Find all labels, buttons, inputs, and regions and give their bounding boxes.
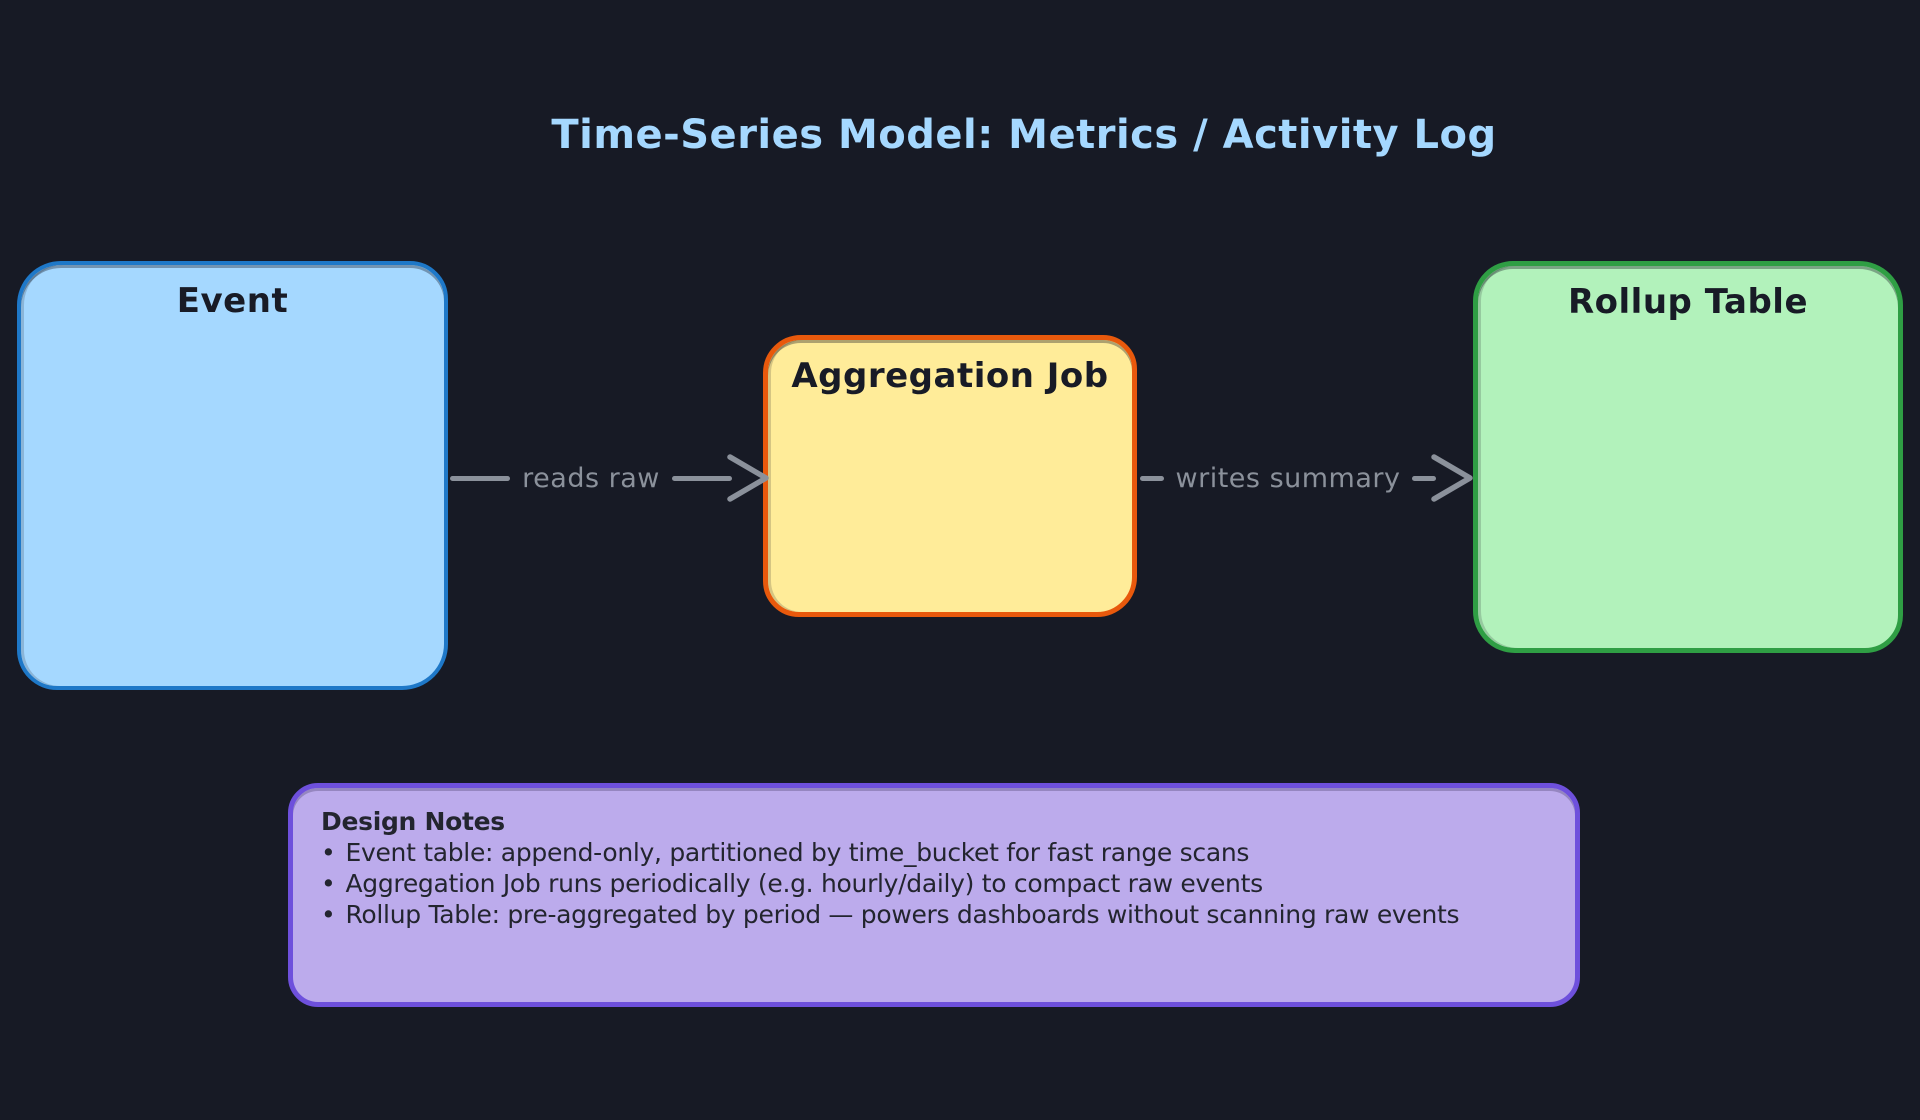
design-notes-title: Design Notes [321, 807, 505, 836]
edge-writes-summary-label: writes summary [1175, 462, 1401, 494]
bullet-glyph: • [321, 900, 336, 929]
edge-writes-summary[interactable]: writes summary [1140, 451, 1473, 505]
design-notes-box[interactable]: Design Notes • Event table: append-only,… [288, 783, 1580, 1007]
note-item: • Rollup Table: pre-aggregated by period… [321, 899, 1547, 930]
edge-reads-raw-label: reads raw [522, 462, 660, 494]
node-event-label: Event [176, 281, 289, 321]
note-item-text: Event table: append-only, partitioned by… [345, 838, 1250, 867]
node-rollup-table-label: Rollup Table [1567, 282, 1809, 322]
arrowhead-icon [727, 454, 769, 502]
note-item-text: Rollup Table: pre-aggregated by period —… [345, 900, 1460, 929]
bullet-glyph: • [321, 838, 336, 867]
node-event[interactable]: Event [17, 261, 448, 690]
note-item: • Event table: append-only, partitioned … [321, 837, 1547, 868]
edge-reads-raw[interactable]: reads raw [450, 451, 769, 505]
arrow-line [1412, 475, 1437, 481]
arrow-line [671, 475, 732, 481]
bullet-glyph: • [321, 869, 336, 898]
arrow-line [1140, 475, 1164, 481]
diagram-title[interactable]: Time-Series Model: Metrics / Activity Lo… [551, 112, 1497, 158]
node-rollup-table[interactable]: Rollup Table [1473, 261, 1903, 653]
note-item: • Aggregation Job runs periodically (e.g… [321, 868, 1547, 899]
arrow-line [450, 475, 511, 481]
arrowhead-icon [1431, 454, 1473, 502]
node-aggregation-job[interactable]: Aggregation Job [763, 335, 1137, 617]
note-item-text: Aggregation Job runs periodically (e.g. … [345, 869, 1263, 898]
node-aggregation-job-label: Aggregation Job [791, 356, 1109, 396]
